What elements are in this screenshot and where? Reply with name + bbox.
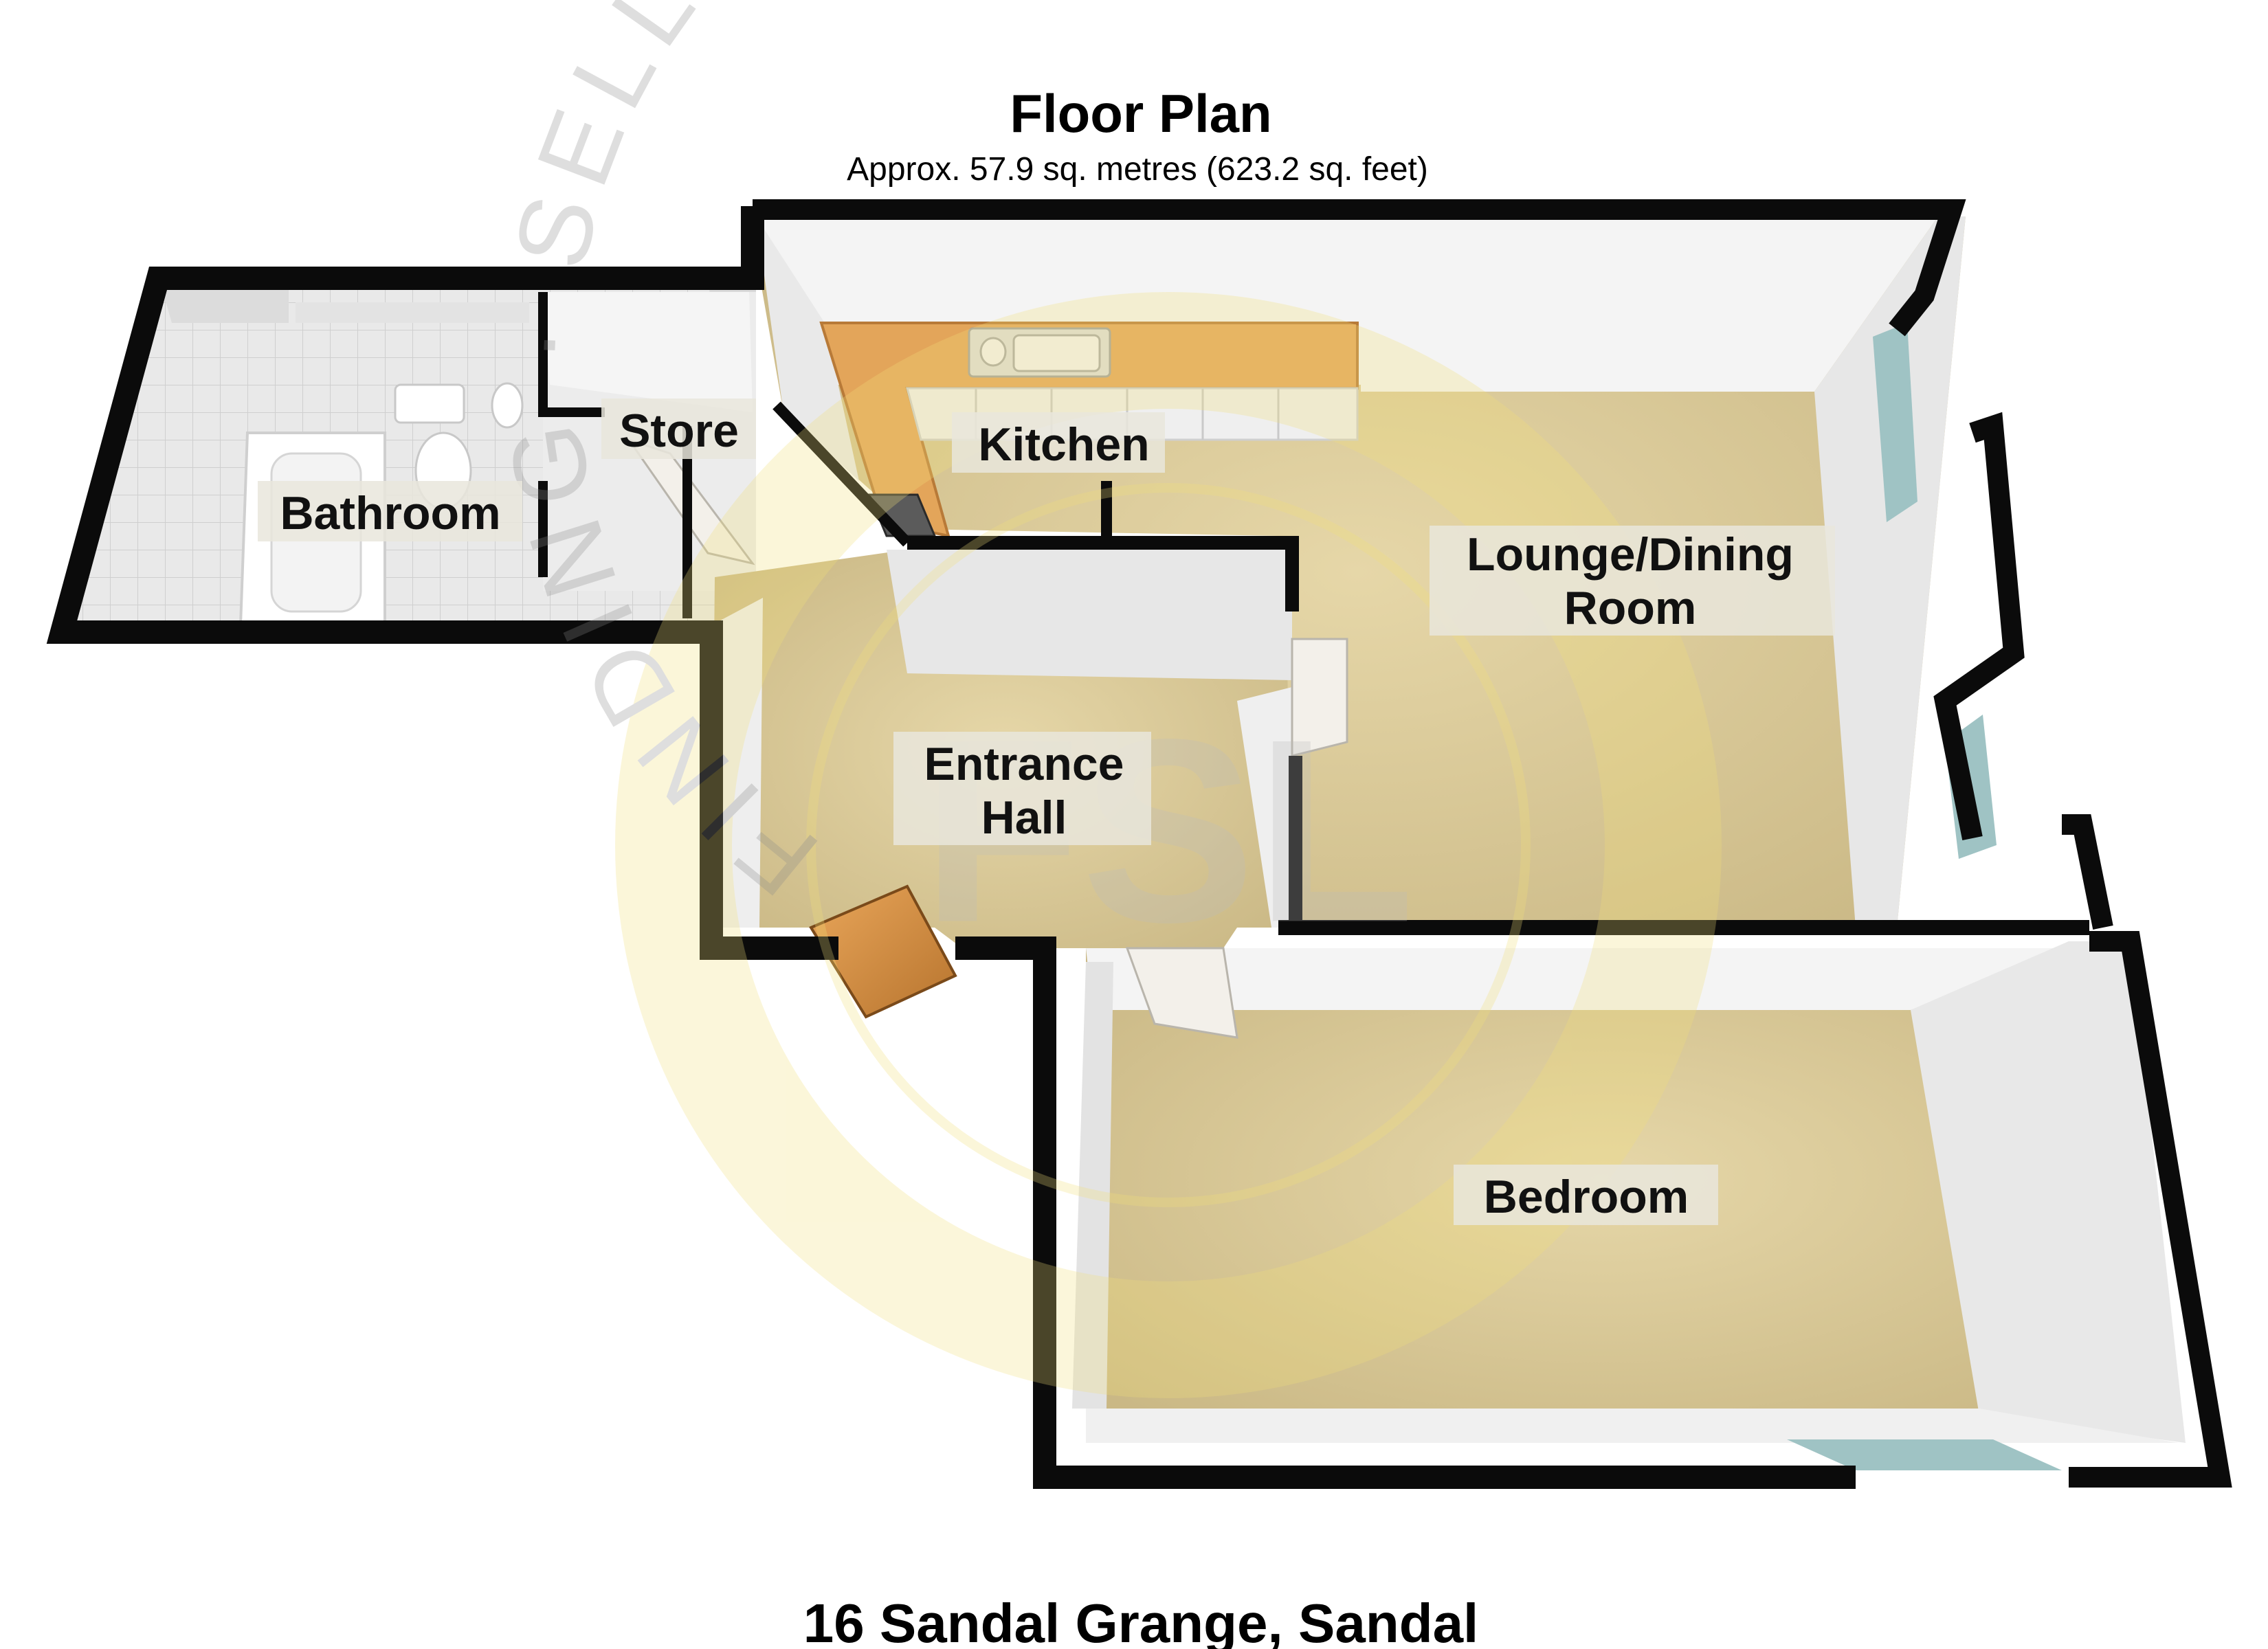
page-title: Floor Plan	[1010, 83, 1271, 144]
label-lounge-line1: Lounge/Dining	[1467, 528, 1794, 581]
lounge-door	[1291, 638, 1348, 757]
bedroom-door	[1125, 947, 1238, 1039]
room-labels: Bathroom Store Kitchen Lounge/Dining Roo…	[258, 399, 1835, 1225]
label-hall-line2: Hall	[981, 792, 1067, 844]
front-door	[809, 884, 957, 1019]
bedroom-area	[1072, 941, 2186, 1470]
label-bedroom: Bedroom	[1484, 1171, 1689, 1223]
label-kitchen: Kitchen	[978, 418, 1149, 471]
address-footer: 16 Sandal Grange, Sandal	[803, 1593, 1479, 1649]
label-hall-line1: Entrance	[924, 738, 1124, 790]
exterior-walls	[46, 199, 2232, 1489]
area-subtitle: Approx. 57.9 sq. metres (623.2 sq. feet)	[847, 151, 1428, 188]
label-bathroom: Bathroom	[280, 487, 500, 539]
label-lounge-line2: Room	[1564, 582, 1697, 634]
label-store: Store	[619, 405, 739, 457]
